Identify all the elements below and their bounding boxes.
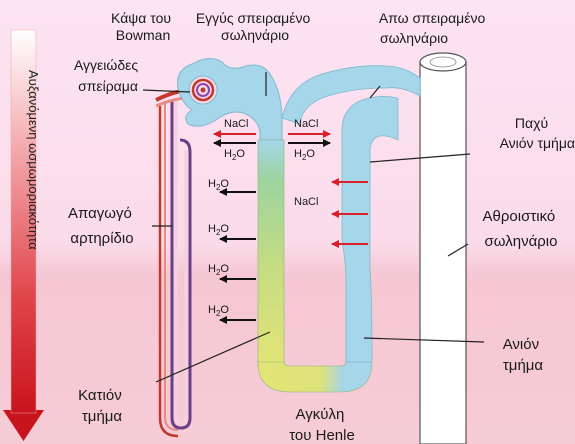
distal-tubule-label: Απω σπειραμένο σωληνάριο	[379, 10, 489, 46]
glomerulus-label: Αγγειώδες σπείραμα	[74, 57, 142, 94]
nacl-efflux-arrows	[331, 178, 368, 248]
proximal-tubule-label: Εγγύς σπειραμένο σωληνάριο	[196, 10, 314, 43]
bowman-capsule-label: Κάψα του Bowman	[111, 10, 175, 43]
water-label: H2O	[294, 148, 315, 162]
descending-limb	[257, 139, 285, 367]
nacl-label-right: NaCl	[294, 118, 318, 130]
thick-ascending-pointer	[369, 153, 471, 163]
water-label: H2O	[208, 178, 229, 192]
efferent-arteriole	[170, 100, 192, 430]
collecting-duct-pointer	[447, 243, 469, 257]
descending-limb-pointer	[155, 331, 271, 383]
distal-tubule-pointer	[369, 85, 381, 99]
water-label: H2O	[208, 223, 229, 237]
efferent-arteriole-label: Απαγωγό αρτηρίδιο	[68, 205, 136, 247]
osmolarity-axis-arrow	[3, 29, 44, 441]
exchange-arrows-top	[213, 130, 331, 147]
ascending-limb-label: Ανιόν τμήμα	[503, 336, 544, 374]
water-efflux-arrows	[219, 188, 256, 324]
water-label: H2O	[208, 304, 229, 318]
loop-of-henle	[257, 361, 373, 393]
ascending-limb-pointer	[363, 337, 485, 343]
collecting-duct-label: Αθροιστικό σωληνάριο	[483, 208, 560, 250]
osmolarity-axis-label: Αυξανόμενη ωσμωμοριακότητα	[26, 70, 41, 250]
ascending-limb	[341, 96, 399, 363]
descending-limb-label: Κατιόν τμήμα	[78, 387, 126, 425]
glomerulus	[191, 78, 215, 102]
collecting-duct	[419, 52, 467, 444]
loop-of-henle-label: Αγκύλη του Henle	[289, 406, 355, 444]
nacl-label-mid: NaCl	[294, 196, 318, 208]
water-label: H2O	[224, 148, 245, 162]
thick-ascending-label: Παχύ Ανιόν τμήμα	[500, 115, 575, 151]
distal-tubule	[281, 65, 421, 125]
water-label: H2O	[208, 263, 229, 277]
nacl-label-left: NaCl	[224, 118, 248, 130]
glomerulus-pointer	[142, 89, 191, 93]
